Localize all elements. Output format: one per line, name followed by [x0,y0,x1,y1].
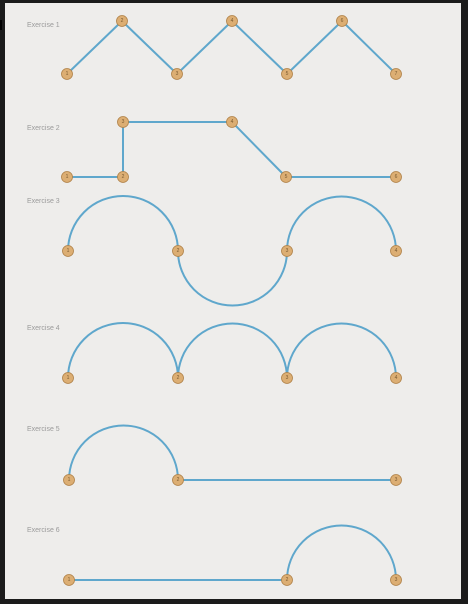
node-c [171,68,183,80]
node-e [280,171,292,183]
connection-b-c [177,250,288,307]
node-d [226,15,238,27]
connection-a-b [67,195,179,252]
connection-a-b [68,424,179,481]
node-c [390,574,402,586]
node-label: 2 [177,375,180,381]
exercise-label: Exercise 2 [27,125,60,132]
node-label: 3 [286,248,289,254]
node-label: 5 [286,71,289,77]
node-label: 6 [395,174,398,180]
connection-c-d [286,322,397,379]
node-a [63,474,75,486]
node-label: 2 [177,248,180,254]
node-b [281,574,293,586]
connection-b-c [121,20,178,75]
exercise-5: Exercise 5 1 2 3 [27,424,402,486]
node-e [281,68,293,80]
connection-c-d [286,195,397,252]
exercise-label: Exercise 3 [27,198,60,205]
node-label: 1 [67,248,70,254]
edge-mark [0,20,2,30]
node-f [336,15,348,27]
node-label: 1 [66,71,69,77]
node-label: 5 [285,174,288,180]
node-label: 2 [122,174,125,180]
node-d [390,245,402,257]
connection-a-b [67,322,179,379]
node-b [116,15,128,27]
node-label: 4 [395,375,398,381]
node-g [390,68,402,80]
connection-d-e [231,121,287,178]
node-a [62,245,74,257]
connection-a-b [66,20,123,75]
node-label: 1 [67,375,70,381]
node-label: 1 [66,174,69,180]
node-label: 4 [231,119,234,125]
node-label: 3 [122,119,125,125]
exercise-2: Exercise 2 1 2 3 4 5 6 [27,116,402,183]
node-label: 2 [286,577,289,583]
exercise-1: Exercise 1 1 2 3 4 5 6 7 [27,15,402,80]
node-d [390,372,402,384]
exercise-6: Exercise 6 1 2 3 [27,524,402,586]
node-label: 6 [341,18,344,24]
node-label: 3 [395,577,398,583]
node-label: 2 [121,18,124,24]
connection-e-f [286,20,343,75]
node-a [61,68,73,80]
connection-b-c [177,322,288,379]
node-label: 4 [395,248,398,254]
node-label: 3 [395,477,398,483]
exercise-label: Exercise 6 [27,527,60,534]
node-label: 4 [231,18,234,24]
node-label: 1 [68,477,71,483]
node-b [172,245,184,257]
exercise-label: Exercise 4 [27,325,60,332]
exercise-label: Exercise 1 [27,22,60,29]
connection-b-c [286,524,397,581]
node-c [117,116,129,128]
exercise-sheet [5,3,461,599]
node-f [390,171,402,183]
node-d [226,116,238,128]
connection-f-g [341,20,397,75]
node-a [62,372,74,384]
node-c [390,474,402,486]
node-label: 7 [395,71,398,77]
node-label: 3 [286,375,289,381]
node-a [63,574,75,586]
node-label: 3 [176,71,179,77]
node-label: 2 [177,477,180,483]
exercise-label: Exercise 5 [27,426,60,433]
node-c [281,372,293,384]
exercise-4: Exercise 4 1 2 3 4 [27,322,402,384]
connection-c-d [176,20,233,75]
node-b [172,372,184,384]
node-b [117,171,129,183]
exercise-3: Exercise 3 1 2 3 4 [27,195,402,307]
node-label: 1 [68,577,71,583]
connection-d-e [231,20,288,75]
node-a [61,171,73,183]
node-b [172,474,184,486]
node-c [281,245,293,257]
